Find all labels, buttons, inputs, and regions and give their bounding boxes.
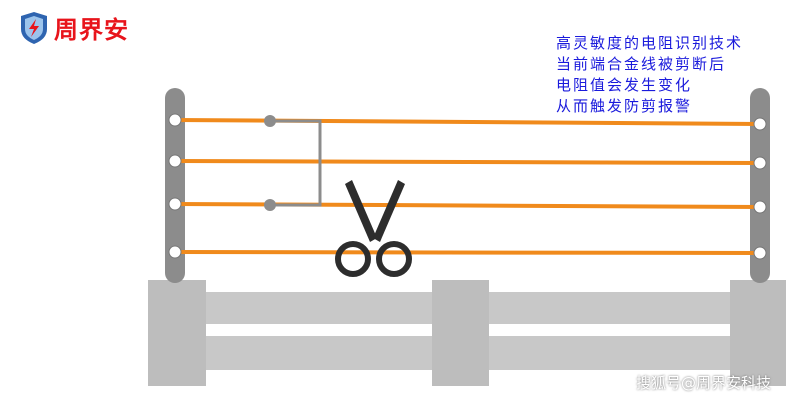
description: 高灵敏度的电阻识别技术 当前端合金线被剪断后 电阻值会发生变化 从而触发防剪报警 [556,33,743,117]
right-post [750,88,770,283]
brand-logo: 周界安 [20,10,129,45]
shield-icon [21,11,47,44]
description-line: 从而触发防剪报警 [556,97,693,115]
description-line: 电阻值会发生变化 [556,76,693,94]
alloy-wires [174,118,761,255]
watermark: 搜狐号@周界安科技 [636,374,772,392]
scissors-icon [335,180,412,277]
insulators [168,113,767,260]
fence-base [148,280,786,386]
description-line: 高灵敏度的电阻识别技术 [556,34,744,52]
jumper-wire [270,119,322,207]
left-post [165,88,185,283]
logo-text: 周界安 [54,16,129,44]
description-line: 当前端合金线被剪断后 [556,55,727,73]
